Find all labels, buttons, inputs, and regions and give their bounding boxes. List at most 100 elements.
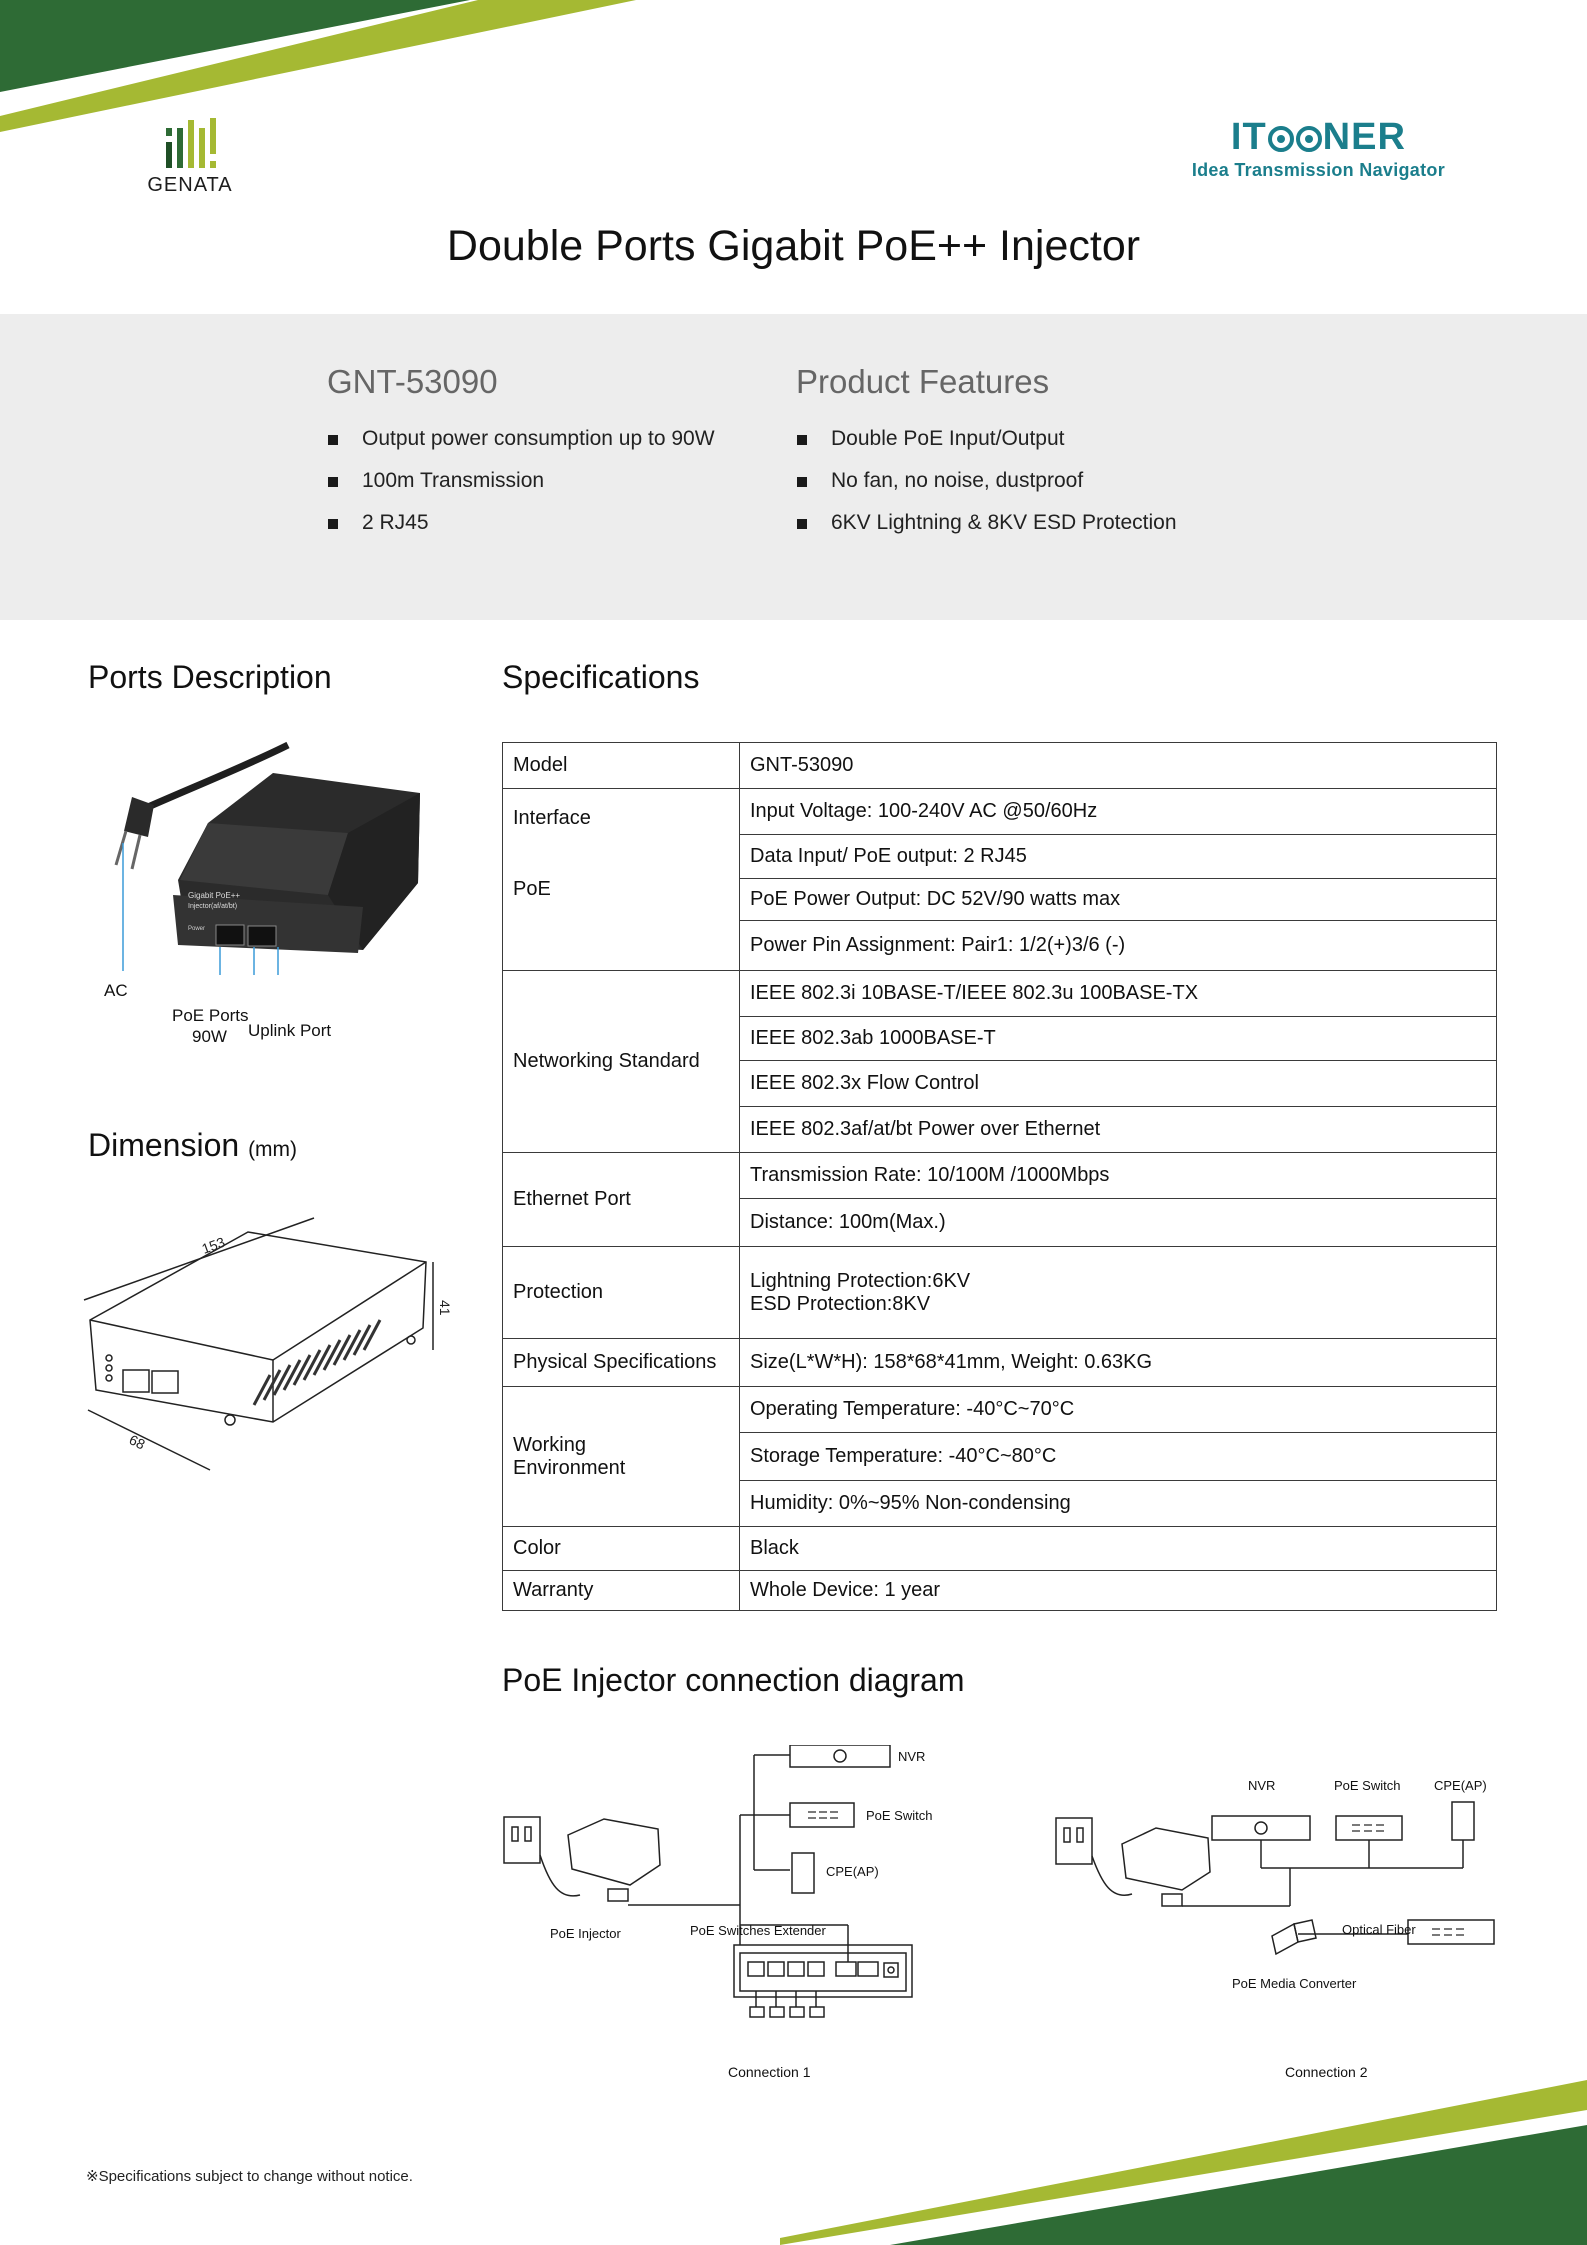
list-item: 2 RJ45	[327, 511, 715, 535]
spec-value: Distance: 100m(Max.)	[739, 1198, 1497, 1247]
list-item: Double PoE Input/Output	[796, 427, 1177, 451]
poe-label: PoE	[513, 878, 551, 900]
dimension-heading: Dimension (mm)	[88, 1127, 298, 1163]
top-left-stripes	[0, 0, 636, 132]
spec-value: IEEE 802.3i 10BASE-T/IEEE 802.3u 100BASE…	[739, 970, 1497, 1017]
nvr-label: NVR	[1248, 1778, 1275, 1793]
connection-2-diagram: NVR PoE Switch CPE(AP) Optical Fiber PoE…	[1055, 1778, 1495, 1991]
table-row: PoE Power Output: DC 52V/90 watts max	[503, 878, 1497, 921]
cpe-label: CPE(AP)	[826, 1864, 879, 1879]
model-points: Output power consumption up to 90W 100m …	[327, 427, 715, 553]
eye-icon	[1295, 126, 1322, 152]
feature-list: Double PoE Input/Output No fan, no noise…	[796, 427, 1177, 553]
spec-value: Storage Temperature: -40°C~80°C	[739, 1432, 1497, 1481]
list-item: No fan, no noise, dustproof	[796, 469, 1177, 493]
spec-value: Transmission Rate: 10/100M /1000Mbps	[739, 1152, 1497, 1199]
model-heading: GNT-53090	[327, 363, 498, 400]
table-row: Networking Standard IEEE 802.3i 10BASE-T…	[502, 970, 1497, 1153]
list-item: 6KV Lightning & 8KV ESD Protection	[796, 511, 1177, 535]
spec-value: Input Voltage: 100-240V AC @50/60Hz	[739, 788, 1497, 835]
injector-product-photo: Gigabit PoE++ Injector(af/at/bt) Power	[114, 741, 420, 975]
table-row: Power Pin Assignment: Pair1: 1/2(+)3/6 (…	[503, 920, 1497, 971]
poe-ports-power-label: 90W	[192, 1027, 227, 1046]
page-title: Double Ports Gigabit PoE++ Injector	[446, 222, 1141, 270]
spec-label: Networking Standard	[502, 970, 740, 1153]
itooner-tagline: Idea Transmission Navigator	[1191, 160, 1445, 180]
connection-2-caption: Connection 2	[1285, 2064, 1368, 2080]
spec-label: Physical Specifications	[502, 1338, 740, 1387]
optical-fiber-label: Optical Fiber	[1342, 1922, 1416, 1937]
nvr-label: NVR	[898, 1749, 925, 1764]
spec-value: IEEE 802.3af/at/bt Power over Ethernet	[739, 1106, 1497, 1153]
spec-value: Black	[739, 1526, 1497, 1571]
table-row: Ethernet Port Transmission Rate: 10/100M…	[502, 1152, 1497, 1247]
connection-1-caption: Connection 1	[728, 2064, 811, 2080]
table-row: Distance: 100m(Max.)	[503, 1198, 1497, 1247]
dimension-drawing: 153 41 68	[83, 1217, 453, 1471]
lightning-protection: Lightning Protection:6KV	[750, 1269, 971, 1292]
table-row: Protection Lightning Protection:6KV ESD …	[502, 1246, 1497, 1339]
width-dimension-label: 68	[127, 1431, 148, 1452]
summary-band: GNT-53090 Output power consumption up to…	[0, 314, 1587, 620]
device-label: Gigabit PoE++	[188, 891, 240, 900]
bottom-right-stripes	[780, 2080, 1587, 2245]
spec-label: Interface PoE	[502, 788, 740, 971]
footer-note: ※Specifications subject to change withou…	[86, 2168, 413, 2185]
ac-label: AC	[104, 981, 128, 1000]
spec-value: Power Pin Assignment: Pair1: 1/2(+)3/6 (…	[739, 920, 1497, 971]
spec-label: Color	[502, 1526, 740, 1571]
table-row: Model GNT-53090	[502, 742, 1497, 789]
table-row: Interface PoE Input Voltage: 100-240V AC…	[502, 788, 1497, 971]
ports-heading: Ports Description	[88, 659, 332, 695]
genata-logo-text: GENATA	[147, 174, 233, 196]
height-dimension-label: 41	[437, 1300, 453, 1316]
media-converter-label: PoE Media Converter	[1232, 1976, 1357, 1991]
spec-value: Operating Temperature: -40°C~70°C	[739, 1386, 1497, 1433]
cpe-label: CPE(AP)	[1434, 1778, 1487, 1793]
spec-value: GNT-53090	[739, 742, 1497, 789]
spec-value: Humidity: 0%~95% Non-condensing	[739, 1480, 1497, 1527]
specifications-table: Model GNT-53090 Interface PoE Input Volt…	[502, 742, 1497, 1611]
specifications-heading: Specifications	[502, 659, 700, 695]
table-row: IEEE 802.3ab 1000BASE-T	[503, 1016, 1497, 1061]
spec-value: PoE Power Output: DC 52V/90 watts max	[739, 878, 1497, 921]
poe-ports-label: PoE Ports	[172, 1006, 249, 1025]
spec-label: Model	[502, 742, 740, 789]
table-row: Data Input/ PoE output: 2 RJ45	[503, 834, 1497, 879]
poe-switch-label: PoE Switch	[1334, 1778, 1400, 1793]
spec-label: Protection	[502, 1246, 740, 1339]
poe-switch-label: PoE Switch	[866, 1808, 932, 1823]
genata-logo-bars	[162, 116, 218, 168]
esd-protection: ESD Protection:8KV	[750, 1292, 931, 1315]
device-label: Injector(af/at/bt)	[188, 903, 237, 910]
features-heading: Product Features	[796, 363, 1050, 400]
spec-value: Whole Device: 1 year	[739, 1570, 1497, 1611]
table-row: Physical Specifications Size(L*W*H): 158…	[502, 1338, 1497, 1387]
table-row: Color Black	[502, 1526, 1497, 1571]
poe-injector-label: PoE Injector	[550, 1926, 621, 1941]
spec-label: Warranty	[502, 1570, 740, 1611]
connection-heading: PoE Injector connection diagram	[502, 1662, 965, 1698]
table-row: Storage Temperature: -40°C~80°C	[503, 1432, 1497, 1481]
connection-1-diagram: NVR PoE Switch CPE(AP) PoE Injector PoE …	[503, 1745, 932, 2018]
table-row: Humidity: 0%~95% Non-condensing	[503, 1480, 1497, 1527]
poe-switches-extender-label: PoE Switches Extender	[690, 1923, 827, 1938]
spec-value: IEEE 802.3x Flow Control	[739, 1060, 1497, 1107]
spec-label: Ethernet Port	[502, 1152, 740, 1247]
spec-value: Data Input/ PoE output: 2 RJ45	[739, 834, 1497, 879]
spec-value: Lightning Protection:6KV ESD Protection:…	[739, 1246, 1497, 1339]
spec-value: Size(L*W*H): 158*68*41mm, Weight: 0.63KG	[739, 1338, 1497, 1387]
dimension-unit: (mm)	[248, 1138, 298, 1161]
uplink-port-label: Uplink Port	[248, 1021, 332, 1040]
eye-icon	[1267, 126, 1294, 152]
device-label: Power	[188, 926, 205, 932]
spec-value: IEEE 802.3ab 1000BASE-T	[739, 1016, 1497, 1061]
length-dimension-label: 153	[200, 1234, 228, 1257]
list-item: 100m Transmission	[327, 469, 715, 493]
table-row: Warranty Whole Device: 1 year	[502, 1570, 1497, 1611]
interface-label: Interface	[513, 807, 591, 829]
